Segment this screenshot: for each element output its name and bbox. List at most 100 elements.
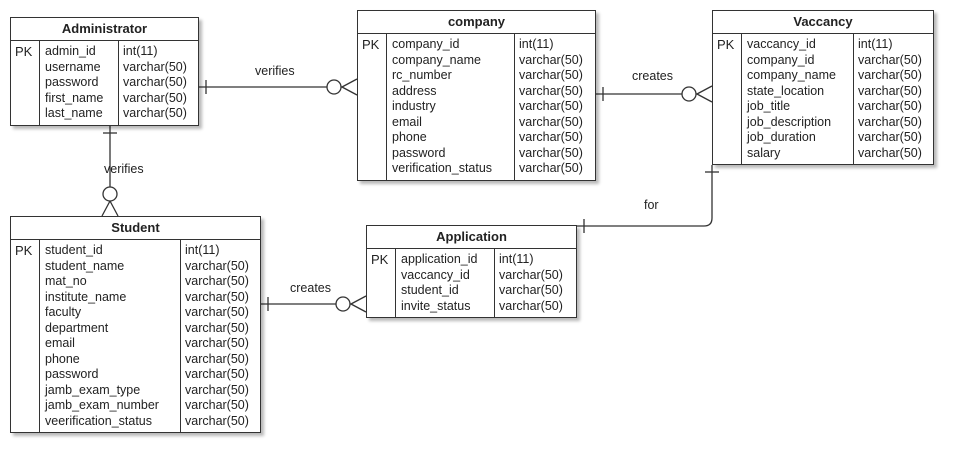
field-name: password [45,367,99,381]
field-name: invite_status [401,298,471,313]
rel-label-student-application: creates [290,281,331,295]
field-row: student_name varchar(50) [11,259,260,275]
entity-title: company [358,11,595,34]
field-row: last_name varchar(50) [11,106,198,122]
field-row: vaccancy_id varchar(50) [367,268,576,284]
field-type: varchar(50) [858,52,922,67]
field-row: student_id int(11) [11,243,260,259]
field-type: varchar(50) [519,68,583,82]
field-name: vaccancy_id [747,37,816,51]
field-type: varchar(50) [519,130,583,144]
field-name: state_location [747,83,825,98]
field-row: password varchar(50) [11,367,260,383]
field-type: varchar(50) [519,99,583,113]
field-type: varchar(50) [123,59,187,74]
field-type: int(11) [499,252,534,266]
field-type: varchar(50) [858,99,922,113]
field-row: salary varchar(50) [713,146,933,162]
entity-title: Vaccancy [713,11,933,34]
field-name: last_name [45,106,103,120]
field-row: phone varchar(50) [11,352,260,368]
field-name: company_name [747,68,836,82]
field-name: jamb_exam_type [45,382,141,397]
field-name: department [45,320,109,335]
field-type: int(11) [123,44,158,58]
field-name: student_id [45,243,103,257]
field-type: varchar(50) [185,336,249,350]
field-row: vaccancy_id int(11) [713,37,933,53]
field-name: rc_number [392,68,452,82]
rel-crowsfoot-admin-company [341,78,358,96]
field-name: phone [45,351,80,366]
field-name: email [45,336,75,350]
type-column-divider [853,34,854,164]
field-type: int(11) [858,37,893,51]
field-type: varchar(50) [185,398,249,412]
rel-crowsfoot-student-application [350,295,367,313]
type-column-divider [514,34,515,180]
field-row: company_id varchar(50) [713,53,933,69]
field-type: varchar(50) [185,367,249,381]
field-row: jamb_exam_type varchar(50) [11,383,260,399]
field-name: phone [392,130,427,144]
type-column-divider [118,41,119,125]
field-type: varchar(50) [519,83,583,98]
field-name: faculty [45,305,82,319]
pk-label: PK [713,34,742,164]
pk-label: PK [11,240,40,432]
field-type: varchar(50) [185,258,249,273]
rel-label-admin-company: verifies [255,64,295,78]
field-name: student_name [45,258,125,273]
entity-vaccancy[interactable]: Vaccancy PK vaccancy_id int(11) company_id… [712,10,934,165]
field-name: admin_id [45,44,96,58]
field-name: industry [392,99,436,113]
rel-line-vaccancy-application [577,165,713,227]
field-type: varchar(50) [499,267,563,282]
field-type: int(11) [519,37,554,51]
field-type: varchar(50) [185,382,249,397]
field-type: varchar(50) [185,413,249,428]
field-type: varchar(50) [519,145,583,160]
type-column-divider [180,240,181,432]
rel-crowsfoot-company-vaccancy [696,85,713,103]
field-name: jamb_exam_number [45,398,159,412]
pk-label: PK [11,41,40,125]
field-row: company_id int(11) [358,37,595,53]
field-row: email varchar(50) [11,336,260,352]
field-name: salary [747,145,781,160]
field-name: company_id [747,52,815,67]
field-type: varchar(50) [858,145,922,160]
field-type: varchar(50) [123,106,187,120]
field-name: company_name [392,52,481,67]
field-name: vaccancy_id [401,267,470,282]
field-row: industry varchar(50) [358,99,595,115]
rel-zero-mark-student-application [335,296,351,312]
field-type: varchar(50) [123,90,187,105]
field-row: username varchar(50) [11,60,198,76]
rel-zero-mark-admin-company [326,79,342,95]
rel-label-admin-student: verifies [104,162,144,176]
field-type: varchar(50) [185,351,249,366]
field-type: varchar(50) [499,283,563,297]
field-name: institute_name [45,289,127,304]
field-type: varchar(50) [858,68,922,82]
field-row: jamb_exam_number varchar(50) [11,398,260,414]
field-name: address [392,83,437,98]
field-name: company_id [392,37,460,51]
field-type: int(11) [185,243,220,257]
field-name: username [45,59,101,74]
field-name: application_id [401,252,478,266]
